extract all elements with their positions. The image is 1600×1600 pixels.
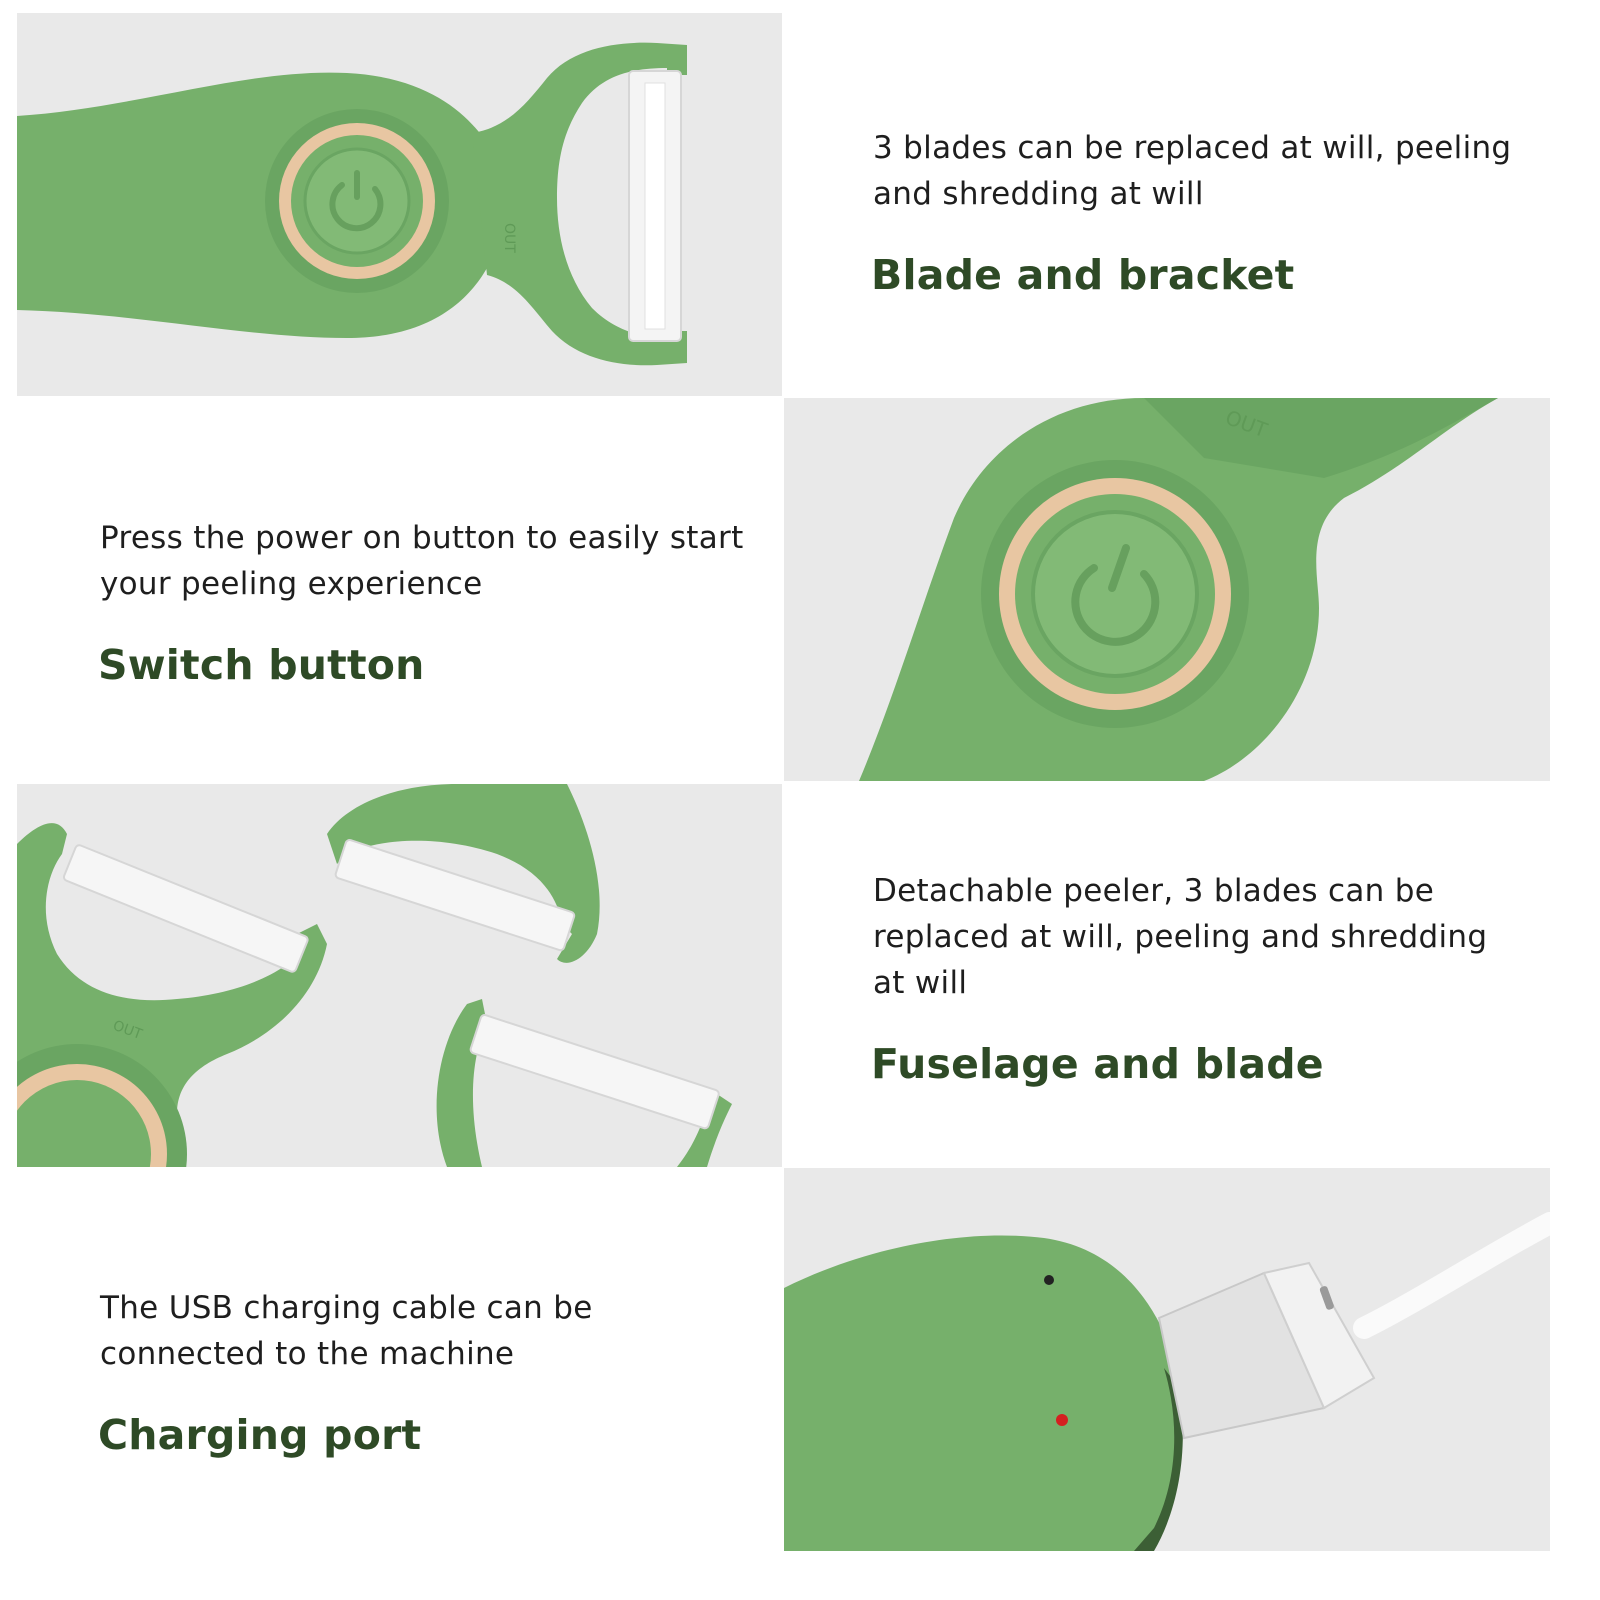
power-button-closeup-illustration: OUT bbox=[859, 398, 1498, 781]
section-heading: Fuselage and blade bbox=[871, 1040, 1324, 1088]
section-fuselage-blade: Detachable peeler, 3 blades can be repla… bbox=[871, 868, 1513, 1088]
product-image-switch-button: OUT bbox=[784, 398, 1550, 781]
product-image-blade-bracket: OUT bbox=[17, 13, 782, 396]
out-mark-label: OUT bbox=[501, 223, 517, 253]
section-blade-bracket: 3 blades can be replaced at will, peelin… bbox=[871, 125, 1513, 299]
product-image-fuselage-blade: OUT bbox=[17, 784, 782, 1167]
section-description: Detachable peeler, 3 blades can be repla… bbox=[873, 873, 1488, 1001]
detachable-blades-illustration: OUT bbox=[17, 784, 732, 1167]
section-description: Press the power on button to easily star… bbox=[100, 520, 744, 602]
section-description: 3 blades can be replaced at will, peelin… bbox=[873, 130, 1512, 212]
section-heading: Blade and bracket bbox=[871, 251, 1295, 299]
peeler-top-view-illustration: OUT bbox=[17, 42, 687, 366]
section-heading: Switch button bbox=[98, 641, 425, 689]
product-image-charging-port bbox=[784, 1168, 1550, 1551]
section-charging-port: The USB charging cable can be connected … bbox=[98, 1285, 750, 1459]
usb-cable-connection-illustration bbox=[784, 1212, 1550, 1551]
section-description: The USB charging cable can be connected … bbox=[100, 1290, 593, 1372]
section-heading: Charging port bbox=[98, 1411, 422, 1459]
section-switch-button: Press the power on button to easily star… bbox=[98, 515, 750, 689]
